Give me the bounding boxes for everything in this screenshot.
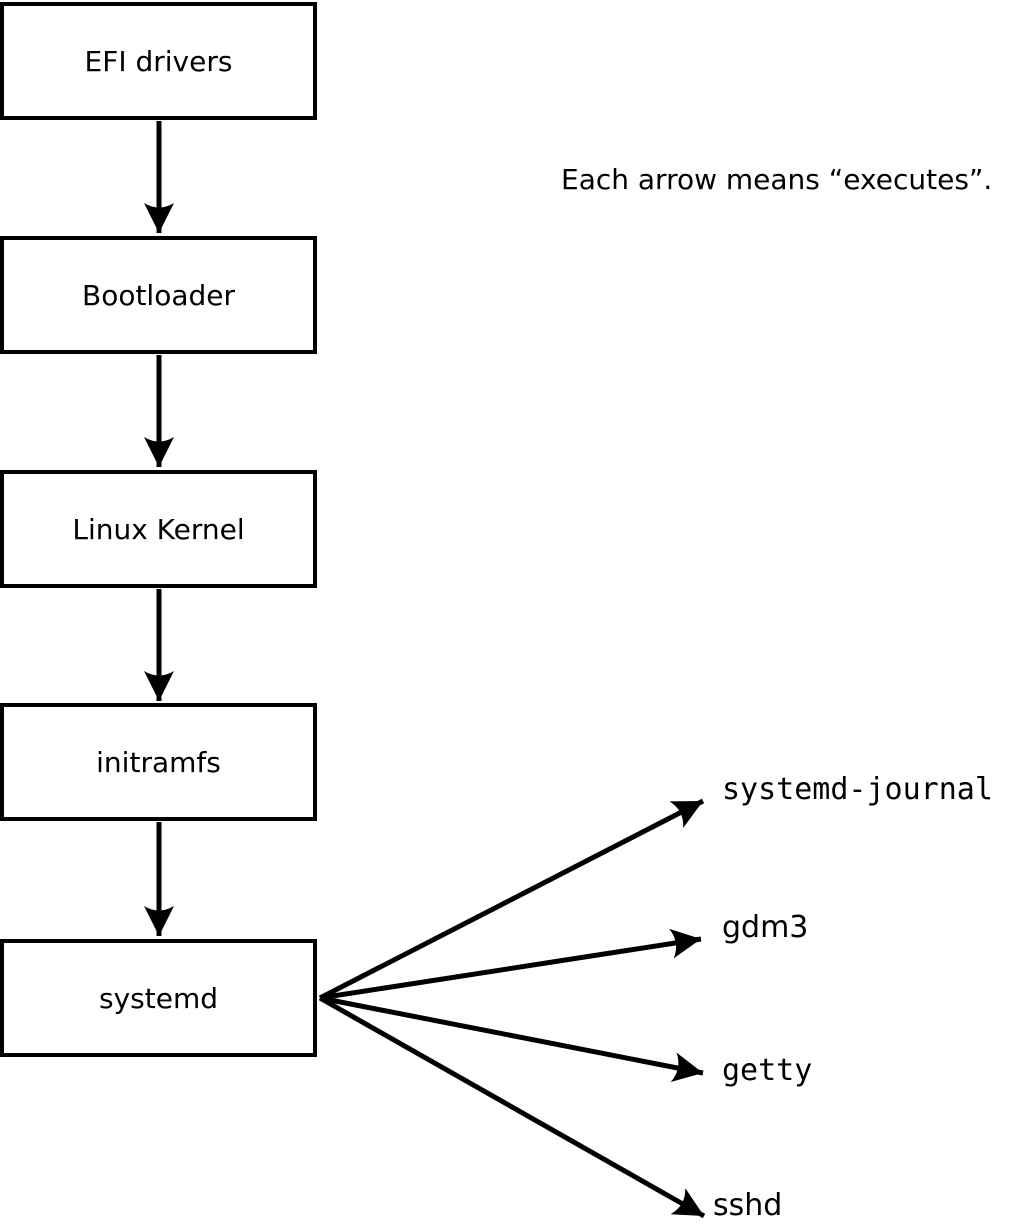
arrow-systemd-to-gdm3 xyxy=(319,928,702,1001)
arrow-systemd-to-sshd xyxy=(318,995,706,1219)
box-systemd: systemd xyxy=(0,939,317,1057)
arrow-systemd-to-getty xyxy=(319,995,704,1082)
arrow-systemd-to-journal xyxy=(318,798,705,1001)
box-efi-drivers: EFI drivers xyxy=(0,2,317,120)
box-linux-kernel: Linux Kernel xyxy=(0,470,317,588)
label-getty: getty xyxy=(722,1053,813,1088)
legend-annotation: Each arrow means “executes”. xyxy=(561,163,993,196)
box-bootloader: Bootloader xyxy=(0,236,317,354)
label-systemd-journal: systemd-journal xyxy=(722,772,993,807)
label-gdm3: gdm3 xyxy=(722,910,809,945)
box-initramfs: initramfs xyxy=(0,703,317,821)
label-sshd: sshd xyxy=(713,1188,783,1223)
